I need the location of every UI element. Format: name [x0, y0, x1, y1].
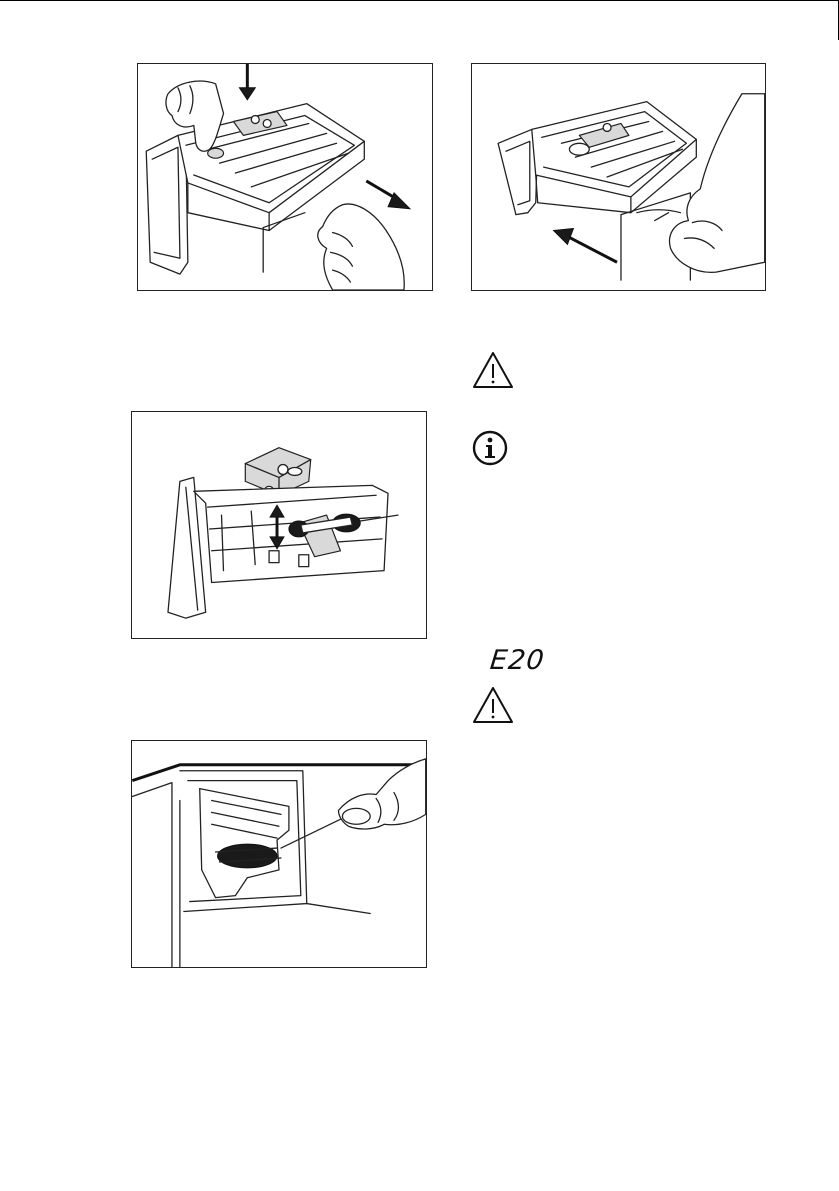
- warning-triangle-icon: [472, 351, 514, 389]
- dispenser-drawer-insertion-icon: [472, 64, 765, 290]
- dispenser-drawer-removal-icon: [138, 64, 432, 290]
- page-top-rule: [0, 0, 839, 1]
- error-code-display: E20: [488, 645, 546, 679]
- dispenser-recess-brush-cleaning-icon: [132, 741, 426, 967]
- figure-drawer-removal: [137, 63, 433, 291]
- figure-recess-cleaning: [131, 740, 427, 968]
- warning-triangle-icon: [472, 686, 514, 724]
- info-circle-icon: [472, 430, 508, 466]
- figure-drawer-insert-cleaning: [131, 411, 427, 639]
- figure-drawer-insertion: [471, 63, 766, 291]
- drawer-insert-brush-cleaning-icon: [132, 412, 426, 638]
